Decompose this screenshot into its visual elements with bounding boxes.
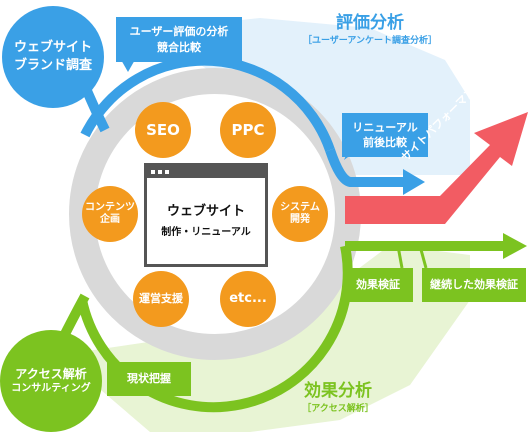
- green-tick-1: [396, 245, 404, 269]
- blue-arrowhead: [403, 169, 425, 195]
- evaluation-analysis-subtitle: ［ユーザーアンケート調査分析］: [302, 35, 438, 46]
- ppc-label: PPC: [231, 120, 265, 139]
- user-evaluation-box: ユーザー評価の分析 競合比較: [116, 17, 242, 62]
- access-analysis-circle: アクセス解析 コンサルティング: [0, 330, 102, 432]
- system-development-line2: 開発: [290, 214, 310, 225]
- access-analysis-line1: アクセス解析: [15, 366, 87, 381]
- content-planning-circle: コンテンツ 企画: [82, 186, 138, 242]
- browser-dot-icon: [165, 170, 169, 174]
- effect-check-box: 効果検証: [343, 268, 413, 302]
- center-subtitle: 制作・リニューアル: [161, 227, 251, 238]
- user-evaluation-line2: 競合比較: [157, 40, 201, 54]
- seo-label: SEO: [146, 120, 180, 139]
- browser-dot-icon: [158, 170, 162, 174]
- seo-circle: SEO: [135, 102, 191, 158]
- brand-research-circle: ウェブサイト ブランド調査: [2, 6, 104, 108]
- effect-analysis-subtitle: ［アクセス解析］: [302, 403, 374, 414]
- system-development-line1: システム: [280, 201, 320, 213]
- brand-research-line1: ウェブサイト: [13, 39, 92, 55]
- user-evaluation-line1: ユーザー評価の分析: [129, 25, 229, 39]
- access-analysis-line2: コンサルティング: [11, 383, 91, 395]
- red-performance-arrow: [345, 112, 528, 224]
- content-planning-line2: 企画: [100, 214, 120, 225]
- green-tick-2: [418, 245, 428, 269]
- effect-analysis-label: 効果分析 ［アクセス解析］: [278, 380, 398, 415]
- brand-research-line2: ブランド調査: [13, 58, 92, 73]
- operation-support-label: 運営支援: [139, 292, 183, 306]
- system-development-circle: システム 開発: [272, 186, 328, 242]
- renewal-comparison-line2: 前後比較: [363, 136, 407, 149]
- renewal-comparison-box: リニューアル 前後比較: [342, 113, 428, 157]
- operation-support-circle: 運営支援: [133, 271, 189, 327]
- green-arc: [77, 245, 353, 413]
- browser-titlebar: [147, 166, 265, 178]
- effect-check-label: 効果検証: [356, 278, 400, 292]
- current-state-label: 現状把握: [127, 372, 171, 386]
- content-planning-line1: コンテンツ: [85, 201, 135, 213]
- effect-analysis-title: 効果分析: [304, 381, 372, 401]
- current-state-box: 現状把握: [107, 362, 191, 396]
- ppc-circle: PPC: [220, 102, 276, 158]
- continuous-check-label: 継続した効果検証: [430, 278, 518, 292]
- evaluation-analysis-label: 評価分析 ［ユーザーアンケート調査分析］: [300, 12, 440, 47]
- center-title: ウェブサイト: [166, 204, 245, 219]
- etc-label: etc...: [229, 290, 267, 306]
- browser-dot-icon: [151, 170, 155, 174]
- blue-line: [325, 148, 405, 187]
- continuous-check-box: 継続した効果検証: [422, 268, 526, 302]
- renewal-comparison-line1: リニューアル: [352, 120, 418, 134]
- center-browser-window: ウェブサイト 制作・リニューアル: [144, 163, 268, 267]
- evaluation-analysis-title: 評価分析: [336, 13, 404, 33]
- etc-circle: etc...: [220, 271, 276, 327]
- green-arrowhead: [503, 233, 527, 259]
- center-text: ウェブサイト 制作・リニューアル: [147, 200, 265, 238]
